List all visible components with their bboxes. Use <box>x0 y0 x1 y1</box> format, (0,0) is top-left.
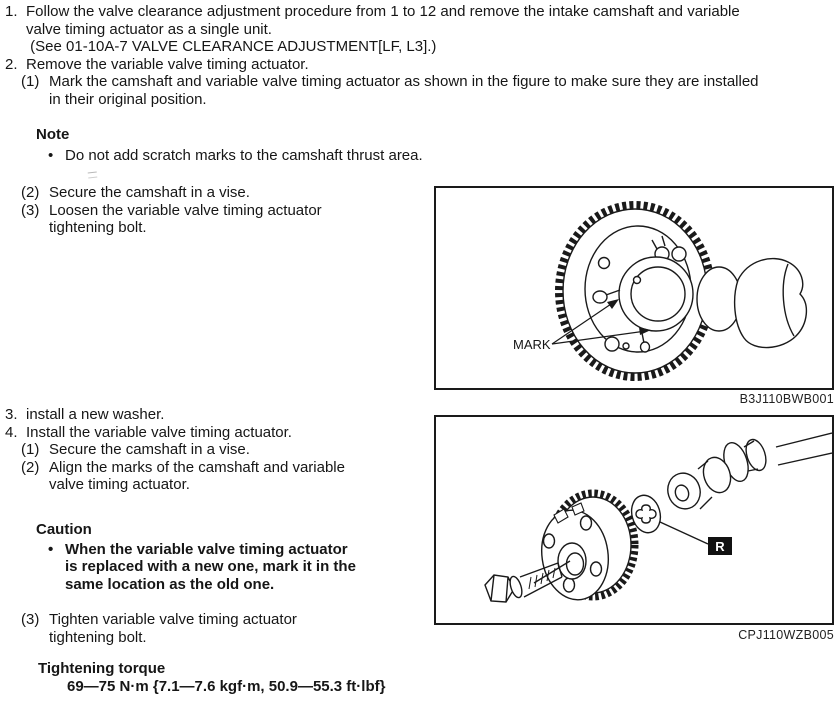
caution-item: • When the variable valve timing actuato… <box>48 541 436 594</box>
bolt-leader-line <box>533 560 571 584</box>
substep-number: (1) <box>21 73 40 90</box>
step-number: 1. <box>5 3 18 20</box>
caution-text: When the variable valve timing actuator … <box>65 540 356 593</box>
washer-leader-line <box>659 521 709 545</box>
bolt-part <box>484 562 563 603</box>
note-block: Note • Do not add scratch marks to the c… <box>36 126 436 164</box>
torque-spec-block: Tightening torque 69—75 N·m {7.1—7.6 kgf… <box>38 660 518 695</box>
figure1-code: B3J110BWB001 <box>739 392 834 406</box>
camshaft-mark-illustration: MARK <box>513 201 807 381</box>
step-2-substeps-continued: (2) Secure the camshaft in a vise. (3) L… <box>21 184 421 237</box>
mark-pin-left <box>592 289 621 304</box>
step-number: 3. <box>5 406 18 423</box>
step-number: 4. <box>5 423 18 441</box>
vvt-actuator-part <box>541 489 639 601</box>
figure2-code: CPJ110WZB005 <box>738 628 834 642</box>
caution-block: Caution • When the variable valve timing… <box>36 521 436 593</box>
substep-number: (2) <box>21 458 40 476</box>
substep-text: Secure the camshaft in a vise. <box>49 441 250 458</box>
step-text: Follow the valve clearance adjustment pr… <box>26 3 740 55</box>
sprocket-holes <box>597 235 687 352</box>
substep-text: Secure the camshaft in a vise. <box>49 184 250 201</box>
scan-artifact <box>87 171 98 179</box>
note-item: • Do not add scratch marks to the camsha… <box>48 147 436 165</box>
r-tag-label: R <box>715 539 725 554</box>
step-text: install a new washer. <box>26 406 165 423</box>
step-4-substep-3: (3) Tighten variable valve timing actuat… <box>21 611 421 646</box>
substep-number: (2) <box>21 184 40 201</box>
step-4-substep-2: (2) Align the marks of the camshaft and … <box>21 459 430 494</box>
substep-number: (1) <box>21 441 40 458</box>
figure-camshaft-mark: MARK <box>434 186 834 390</box>
section-install-steps: 3. install a new washer. 4. Install the … <box>5 406 430 494</box>
figure-actuator-exploded: R <box>434 415 834 625</box>
step-4-substep-3-block: (3) Tighten variable valve timing actuat… <box>21 611 421 646</box>
substep-text: Align the marks of the camshaft and vari… <box>49 458 345 494</box>
step-2-substep-2: (2) Secure the camshaft in a vise. <box>21 184 421 202</box>
camshaft-hub <box>618 256 694 332</box>
torque-value: 69—75 N·m {7.1—7.6 kgf·m, 50.9—55.3 ft·l… <box>67 677 386 695</box>
substep-text: Tighten variable valve timing actuator t… <box>49 611 297 646</box>
step-4-substep-1: (1) Secure the camshaft in a vise. <box>21 441 430 459</box>
step-text: Install the variable valve timing actuat… <box>26 423 292 441</box>
note-text: Do not add scratch marks to the camshaft… <box>65 146 423 164</box>
step-2-substep-1: (1) Mark the camshaft and variable valve… <box>21 73 833 108</box>
substep-number: (3) <box>21 201 40 219</box>
caution-title: Caution <box>36 521 92 538</box>
actuator-exploded-illustration: R <box>484 432 832 603</box>
step-2-substep-3: (3) Loosen the variable valve timing act… <box>21 202 421 237</box>
step-3: 3. install a new washer. <box>5 406 430 424</box>
substep-text: Loosen the variable valve timing actuato… <box>49 201 322 237</box>
step-number: 2. <box>5 55 18 73</box>
mark-label: MARK <box>513 337 551 352</box>
section-removal-steps: 1. Follow the valve clearance adjustment… <box>5 3 833 108</box>
mark-arrows <box>551 299 651 345</box>
camshaft-part <box>667 432 832 510</box>
torque-title: Tightening torque <box>38 660 166 677</box>
bullet-icon: • <box>48 540 54 558</box>
step-2: 2. Remove the variable valve timing actu… <box>5 56 833 74</box>
step-4: 4. Install the variable valve timing act… <box>5 424 430 442</box>
step-1: 1. Follow the valve clearance adjustment… <box>5 3 833 56</box>
substep-text: Mark the camshaft and variable valve tim… <box>49 73 759 108</box>
substep-number: (3) <box>21 611 40 628</box>
bullet-icon: • <box>48 146 54 164</box>
step-text: Remove the variable valve timing actuato… <box>26 55 309 73</box>
r-tag-box <box>708 537 732 555</box>
note-title: Note <box>36 126 70 143</box>
camshaft-lobe-end <box>733 257 807 349</box>
